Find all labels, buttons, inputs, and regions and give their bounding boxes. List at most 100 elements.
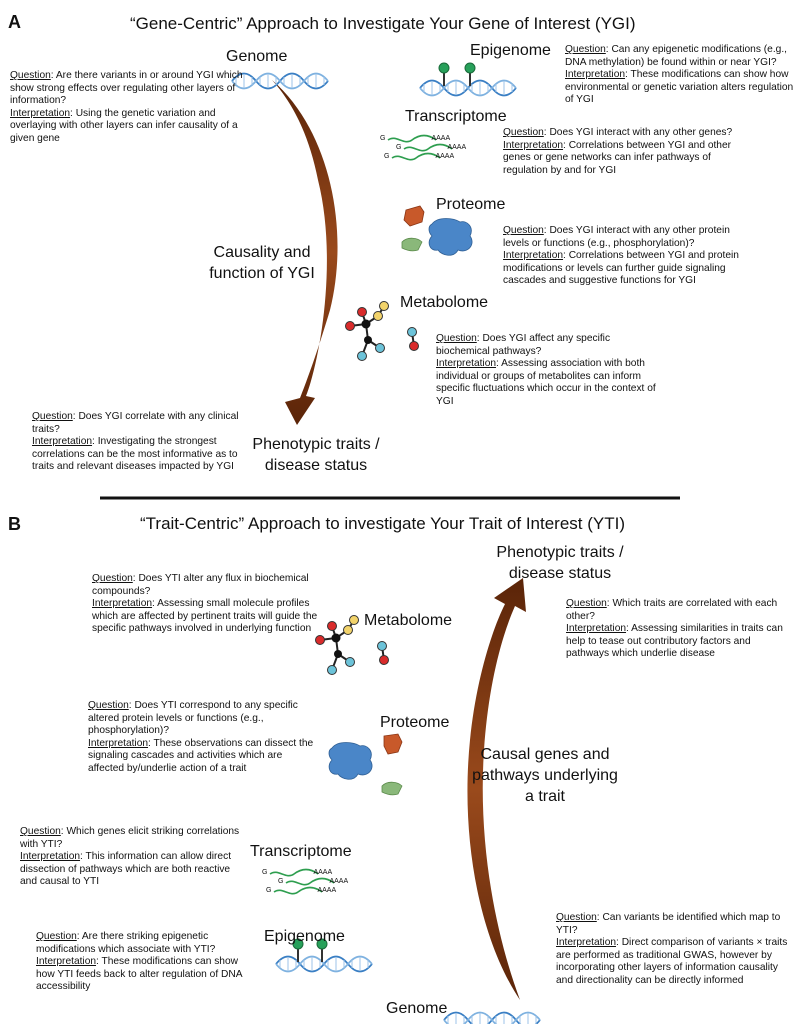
phenotype-label: Phenotypic traits / disease status xyxy=(496,544,624,582)
causality-label-a: Causality and function of YGI xyxy=(209,244,315,282)
panel-letter-b: B xyxy=(8,514,21,534)
panel-a-title: “Gene-Centric” Approach to Investigate Y… xyxy=(130,14,636,33)
panel-letter-a: A xyxy=(8,12,21,32)
cap-label: G xyxy=(396,144,402,151)
interpretation-key: Interpretation xyxy=(20,851,81,863)
question-key: Question xyxy=(503,127,544,138)
interpretation-text: : These observations can dissect the sig… xyxy=(88,737,314,774)
epigenome-label: Epigenome xyxy=(470,42,551,59)
interpretation-key: Interpretation xyxy=(565,69,626,81)
epigenome-qa: Question: Can any epigenetic modificatio… xyxy=(565,44,797,107)
question-key: Question xyxy=(32,411,73,422)
cap-label: G xyxy=(278,878,284,885)
causality-label-b: Causal genes and pathways underlying a t… xyxy=(472,746,618,805)
interpretation-text: : Using the genetic variation and overla… xyxy=(10,107,238,144)
question-text: : Does YGI correlate with any clinical t… xyxy=(32,411,239,435)
genome-label: Genome xyxy=(386,1000,448,1017)
protein-icon xyxy=(328,733,403,796)
dna-icon xyxy=(419,79,517,97)
interpretation-text: : Direct comparison of variants × traits… xyxy=(556,937,788,986)
question-key: Question xyxy=(566,598,607,609)
question-key: Question xyxy=(92,573,133,584)
interpretation-key: Interpretation xyxy=(32,436,93,448)
epigenome-qa: Question: Are there striking epigenetic … xyxy=(36,931,258,994)
question-key: Question xyxy=(436,333,477,344)
genome-qa: Question: Are there variants in or aroun… xyxy=(10,70,250,146)
interpretation-text: : Assessing small molecule profiles whic… xyxy=(92,598,318,635)
question-key: Question xyxy=(565,44,606,55)
transcriptome-qa: Question: Which genes elicit striking co… xyxy=(20,826,248,889)
question-text: : Can any epigenetic modifications (e.g.… xyxy=(565,44,787,68)
interpretation-key: Interpretation xyxy=(10,107,71,119)
transcriptome-label: Transcriptome xyxy=(250,843,352,860)
polya-label: AAAA xyxy=(317,887,337,894)
interpretation-text: : Correlations between YGI and other gen… xyxy=(503,139,732,176)
interpretation-text: : Correlations between YGI and protein m… xyxy=(503,250,739,287)
polya-label: AAAA xyxy=(435,153,455,160)
interpretation-key: Interpretation xyxy=(92,598,153,610)
phenotype-qa: Question: Does YGI correlate with any cl… xyxy=(32,411,250,474)
question-text: : Does YGI interact with any other prote… xyxy=(503,225,730,249)
question-text: : Are there striking epigenetic modifica… xyxy=(36,931,216,955)
causality-arrow-b xyxy=(467,578,526,1000)
interpretation-key: Interpretation xyxy=(503,139,564,151)
interpretation-text: : Assessing association with both indivi… xyxy=(436,358,656,407)
interpretation-text: : These modifications can show how envir… xyxy=(565,69,794,106)
interpretation-key: Interpretation xyxy=(36,956,97,968)
question-key: Question xyxy=(503,225,544,236)
question-text: : Which genes elicit striking correlatio… xyxy=(20,826,240,850)
question-key: Question xyxy=(20,826,61,837)
polya-label: AAAA xyxy=(329,878,349,885)
interpretation-text: : These modifications can show how YTI f… xyxy=(36,956,242,993)
question-key: Question xyxy=(36,931,77,942)
genome-label: Genome xyxy=(226,48,288,65)
transcriptome-label: Transcriptome xyxy=(405,108,507,125)
cap-label: G xyxy=(266,887,272,894)
cap-label: G xyxy=(380,135,386,142)
interpretation-key: Interpretation xyxy=(503,250,564,262)
cap-label: G xyxy=(262,869,268,876)
proteome-qa: Question: Does YTI correspond to any spe… xyxy=(88,700,320,776)
question-text: : Can variants be identified which map t… xyxy=(556,912,781,936)
question-key: Question xyxy=(88,700,129,711)
question-text: : Which traits are correlated with each … xyxy=(566,598,778,622)
interpretation-key: Interpretation xyxy=(436,358,497,370)
polya-label: AAAA xyxy=(313,869,333,876)
dna-icon xyxy=(275,955,373,973)
polya-label: AAAA xyxy=(447,144,467,151)
interpretation-key: Interpretation xyxy=(88,737,149,749)
proteome-qa: Question: Does YGI interact with any oth… xyxy=(503,225,739,288)
genome-qa: Question: Can variants be identified whi… xyxy=(556,912,792,988)
interpretation-key: Interpretation xyxy=(556,937,617,949)
proteome-label: Proteome xyxy=(436,196,506,213)
interpretation-key: Interpretation xyxy=(566,623,627,635)
polya-label: AAAA xyxy=(431,135,451,142)
phenotype-qa: Question: Which traits are correlated wi… xyxy=(566,598,794,661)
mrna-labels: G AAAA G AAAA G AAAA xyxy=(380,134,466,161)
proteome-label: Proteome xyxy=(380,714,450,731)
metabolome-qa: Question: Does YTI alter any flux in bio… xyxy=(92,573,322,636)
panel-b-title: “Trait-Centric” Approach to investigate … xyxy=(140,514,626,533)
interpretation-text: : Investigating the strongest correlatio… xyxy=(32,436,238,473)
question-text: : Does YGI interact with any other genes… xyxy=(543,127,733,138)
mrna-labels: G AAAA G AAAA G AAAA xyxy=(262,868,348,895)
metabolome-label: Metabolome xyxy=(400,294,489,311)
interpretation-text: : This information can allow direct diss… xyxy=(20,851,232,888)
interpretation-text: : Assessing similarities in traits can h… xyxy=(566,623,783,660)
methylation-icon xyxy=(438,62,450,87)
question-text: : Does YTI correspond to any specific al… xyxy=(88,700,298,737)
dna-icon xyxy=(443,1011,541,1024)
question-text: : Are there variants in or around YGI wh… xyxy=(10,70,243,107)
question-text: : Does YGI affect any specific biochemic… xyxy=(436,333,611,357)
causality-arrow-a xyxy=(272,80,338,425)
question-text: : Does YTI alter any flux in biochemical… xyxy=(92,573,309,597)
epigenome-label: Epigenome xyxy=(264,928,345,945)
question-key: Question xyxy=(10,70,51,81)
metabolome-qa: Question: Does YGI affect any specific b… xyxy=(436,333,666,409)
cap-label: G xyxy=(384,153,390,160)
metabolome-label: Metabolome xyxy=(364,612,453,629)
transcriptome-qa: Question: Does YGI interact with any oth… xyxy=(503,127,733,177)
phenotype-label: Phenotypic traits / disease status xyxy=(252,436,380,474)
question-key: Question xyxy=(556,912,597,923)
